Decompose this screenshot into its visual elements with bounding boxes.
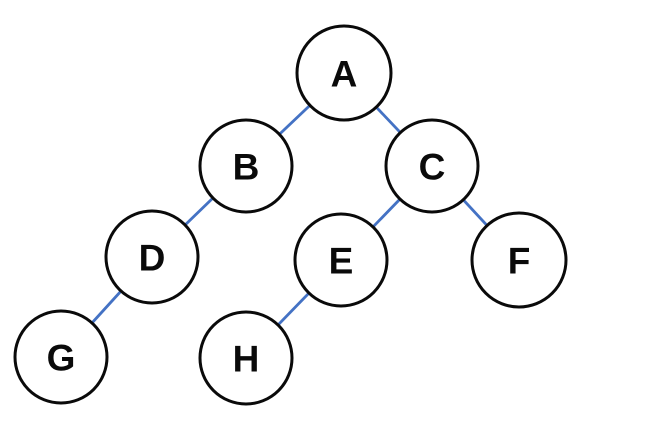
tree-node-D: D bbox=[104, 209, 200, 305]
node-circle-B bbox=[198, 118, 294, 214]
node-circle-F bbox=[470, 211, 568, 309]
node-circle-H bbox=[198, 310, 294, 406]
node-label-H: H bbox=[233, 339, 260, 380]
node-label-A: A bbox=[331, 54, 358, 95]
tree-node-G: G bbox=[13, 309, 109, 405]
node-label-E: E bbox=[329, 241, 354, 282]
node-label-C: C bbox=[419, 147, 446, 188]
tree-node-F: F bbox=[470, 211, 568, 309]
node-circle-A bbox=[295, 24, 393, 122]
node-circle-E bbox=[293, 212, 389, 308]
tree-node-H: H bbox=[198, 310, 294, 406]
tree-node-C: C bbox=[384, 118, 480, 214]
node-circle-G bbox=[13, 309, 109, 405]
node-circle-D bbox=[104, 209, 200, 305]
tree-node-B: B bbox=[198, 118, 294, 214]
node-circle-C bbox=[384, 118, 480, 214]
node-label-D: D bbox=[139, 238, 166, 279]
node-label-F: F bbox=[508, 241, 531, 282]
node-label-B: B bbox=[233, 147, 260, 188]
nodes-layer: A B C D E F G H bbox=[13, 24, 568, 406]
node-label-G: G bbox=[47, 338, 76, 379]
tree-node-A: A bbox=[295, 24, 393, 122]
tree-node-E: E bbox=[293, 212, 389, 308]
